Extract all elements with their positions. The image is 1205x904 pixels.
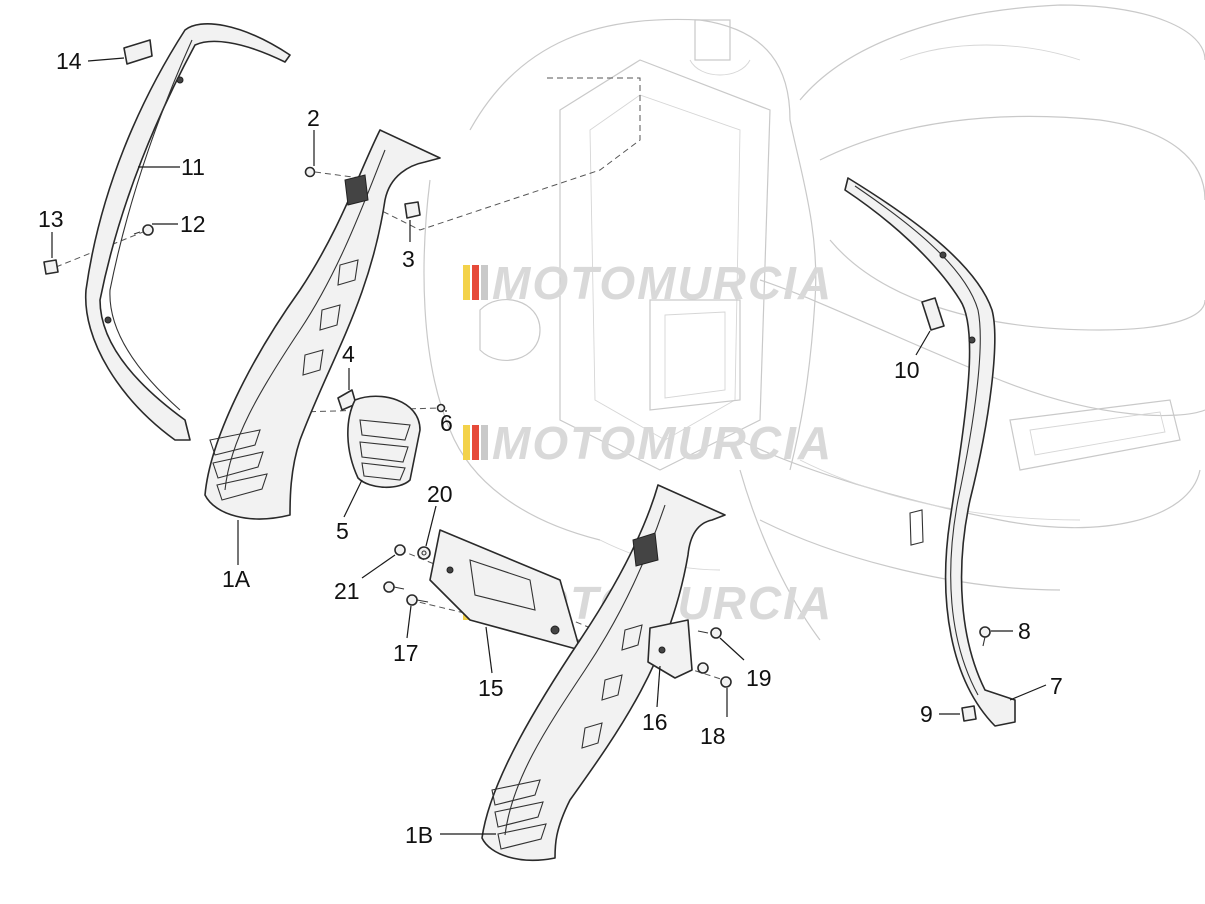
callout-labels: 14 11 13 12 2 3 4 6 5 1A 20 21 17 15 16 … — [38, 48, 1063, 848]
callout-20: 20 — [427, 481, 453, 507]
callout-7: 7 — [1050, 673, 1063, 699]
svg-text:MOTOMURCIA: MOTOMURCIA — [492, 257, 833, 309]
part-18-nuts — [697, 662, 732, 688]
callout-11: 11 — [181, 154, 205, 180]
part-14-rubber-block — [123, 39, 153, 65]
part-13-clip-nut — [43, 259, 59, 275]
callout-19: 19 — [746, 665, 772, 691]
part-3-nut — [404, 201, 421, 219]
part-8-screw — [979, 626, 991, 647]
callout-16: 16 — [642, 709, 668, 735]
callout-5: 5 — [336, 518, 349, 544]
part-9-clip-nut — [961, 705, 977, 722]
callout-2: 2 — [307, 105, 320, 131]
callout-1b: 1B — [405, 822, 433, 848]
part-1a-leg-shield-cover — [204, 129, 441, 520]
callout-1a: 1A — [222, 566, 251, 592]
part-21-nut — [394, 544, 406, 556]
part-2-screw — [304, 166, 316, 178]
part-11-left-trim-strip — [84, 23, 291, 441]
part-7-right-trim-strip — [844, 177, 1016, 727]
part-17-bolts — [383, 581, 429, 606]
callout-18: 18 — [700, 723, 726, 749]
leader-lines — [51, 57, 1047, 835]
callout-4: 4 — [342, 341, 355, 367]
callout-14: 14 — [56, 48, 82, 74]
watermark-top: MOTOMURCIA — [463, 257, 833, 309]
part-19-bolt — [697, 627, 722, 639]
callout-9: 9 — [920, 701, 933, 727]
part-1b-leg-shield-cover — [481, 484, 726, 862]
watermark-middle: MOTOMURCIA — [463, 417, 833, 469]
callout-10: 10 — [894, 357, 920, 383]
callout-17: 17 — [393, 640, 419, 666]
part-12-screw — [133, 224, 154, 236]
svg-text:MOTOMURCIA: MOTOMURCIA — [492, 417, 833, 469]
callout-12: 12 — [180, 211, 206, 237]
part-10-rubber-block — [921, 297, 945, 331]
part-5-vent-grille — [347, 395, 421, 489]
scooter-body-outline — [423, 4, 1205, 641]
callout-3: 3 — [402, 246, 415, 272]
callout-13: 13 — [38, 206, 64, 232]
part-16-small-bracket — [647, 619, 693, 679]
callout-21: 21 — [334, 578, 360, 604]
part-20-washer — [417, 546, 431, 560]
callout-8: 8 — [1018, 618, 1031, 644]
callout-6: 6 — [440, 410, 453, 436]
callout-15: 15 — [478, 675, 504, 701]
part-15-bracket-plate — [429, 529, 581, 651]
part-6-screw — [436, 403, 446, 413]
